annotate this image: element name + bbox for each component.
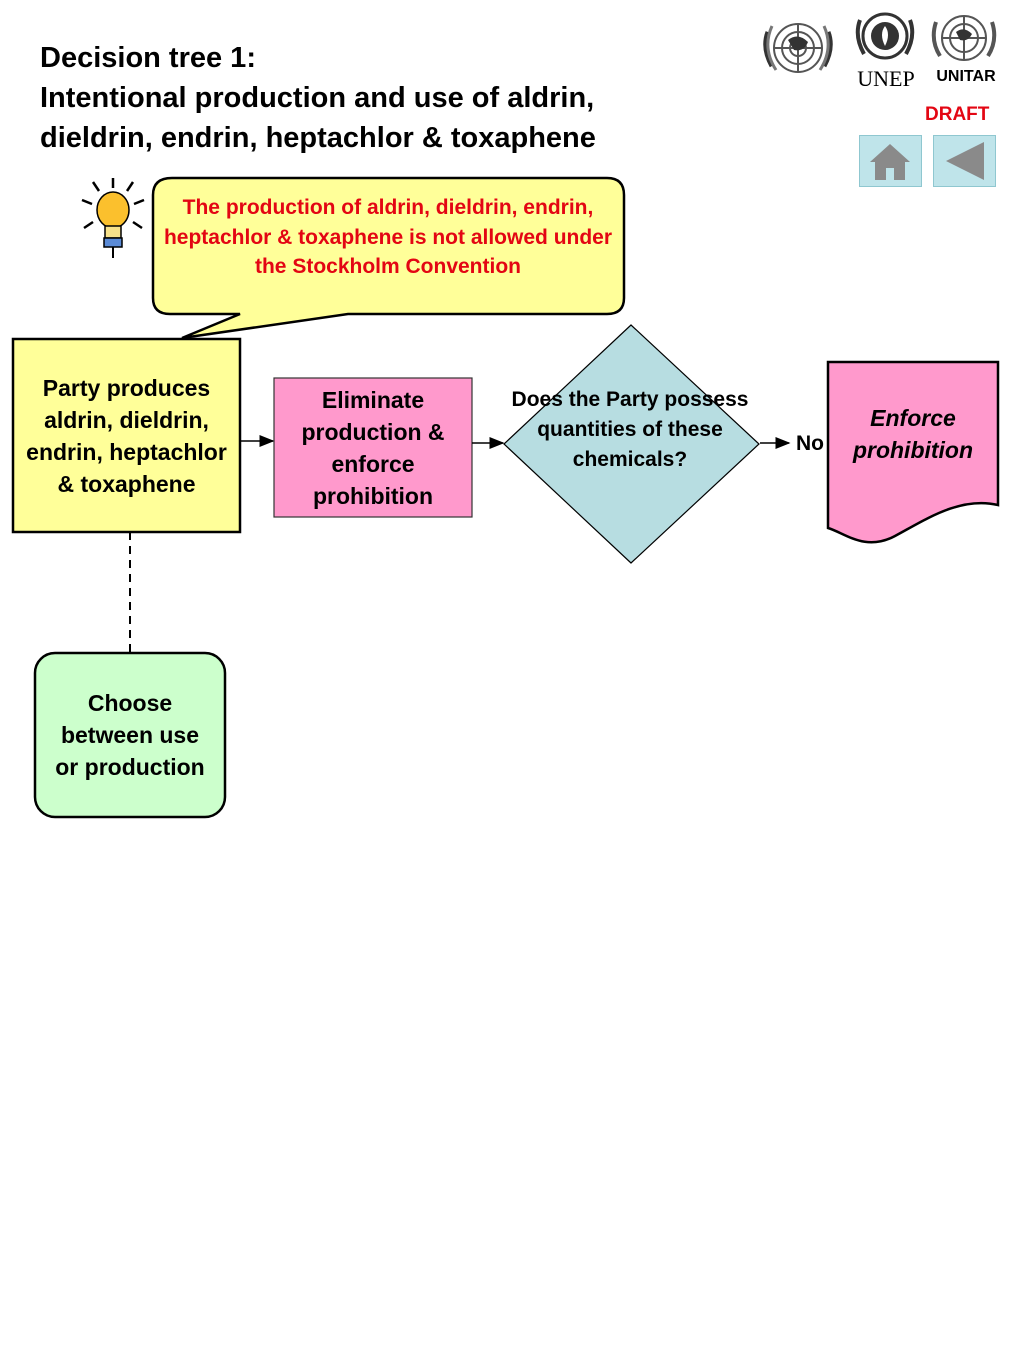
home-button[interactable] [859, 135, 922, 187]
page-title: Decision tree 1: Intentional production … [40, 38, 740, 158]
decision-text: Does the Party possess quantities of the… [511, 388, 749, 471]
eliminate-box-text: Eliminate production & enforce prohibiti… [301, 386, 445, 509]
eliminate-box-shape [273, 377, 473, 518]
title-line-3: dieldrin, endrin, heptachlor & toxaphene [40, 122, 596, 154]
tip-callout-shape [151, 176, 626, 340]
back-arrow-icon [946, 142, 984, 180]
unitar-logo [931, 15, 997, 61]
un-emblem-logo [763, 23, 833, 73]
draft-label: DRAFT [925, 104, 990, 125]
choose-box-shape [33, 651, 227, 819]
title-line-2: Intentional production and use of aldrin… [40, 82, 595, 114]
tip-callout-text: The production of aldrin, dieldrin, endr… [163, 196, 613, 278]
lightbulb-icon [81, 178, 145, 258]
enforce-doc-shape [826, 360, 1000, 544]
decision-diamond-shape [503, 324, 760, 564]
unep-logo [855, 12, 915, 60]
unitar-label: UNITAR [936, 68, 996, 85]
eliminate-box: Eliminate production & enforce prohibiti… [274, 378, 472, 517]
start-box: Party produces aldrin, dieldrin, endrin,… [13, 339, 240, 532]
start-box-text: Party produces aldrin, dieldrin, endrin,… [26, 374, 227, 497]
partner-logos: UNEP UNITAR [756, 8, 1006, 91]
title-line-1: Decision tree 1: [40, 42, 256, 74]
back-button[interactable] [933, 135, 996, 187]
unep-label: UNEP [857, 66, 915, 91]
choose-box[interactable]: Choose between use or production [35, 653, 225, 817]
enforce-doc-text: Enforce prohibition [852, 405, 974, 463]
choose-box-text: Choose between use or production [55, 690, 205, 780]
no-label: No [796, 432, 824, 455]
start-box-shape [11, 337, 242, 534]
home-icon [870, 144, 910, 180]
